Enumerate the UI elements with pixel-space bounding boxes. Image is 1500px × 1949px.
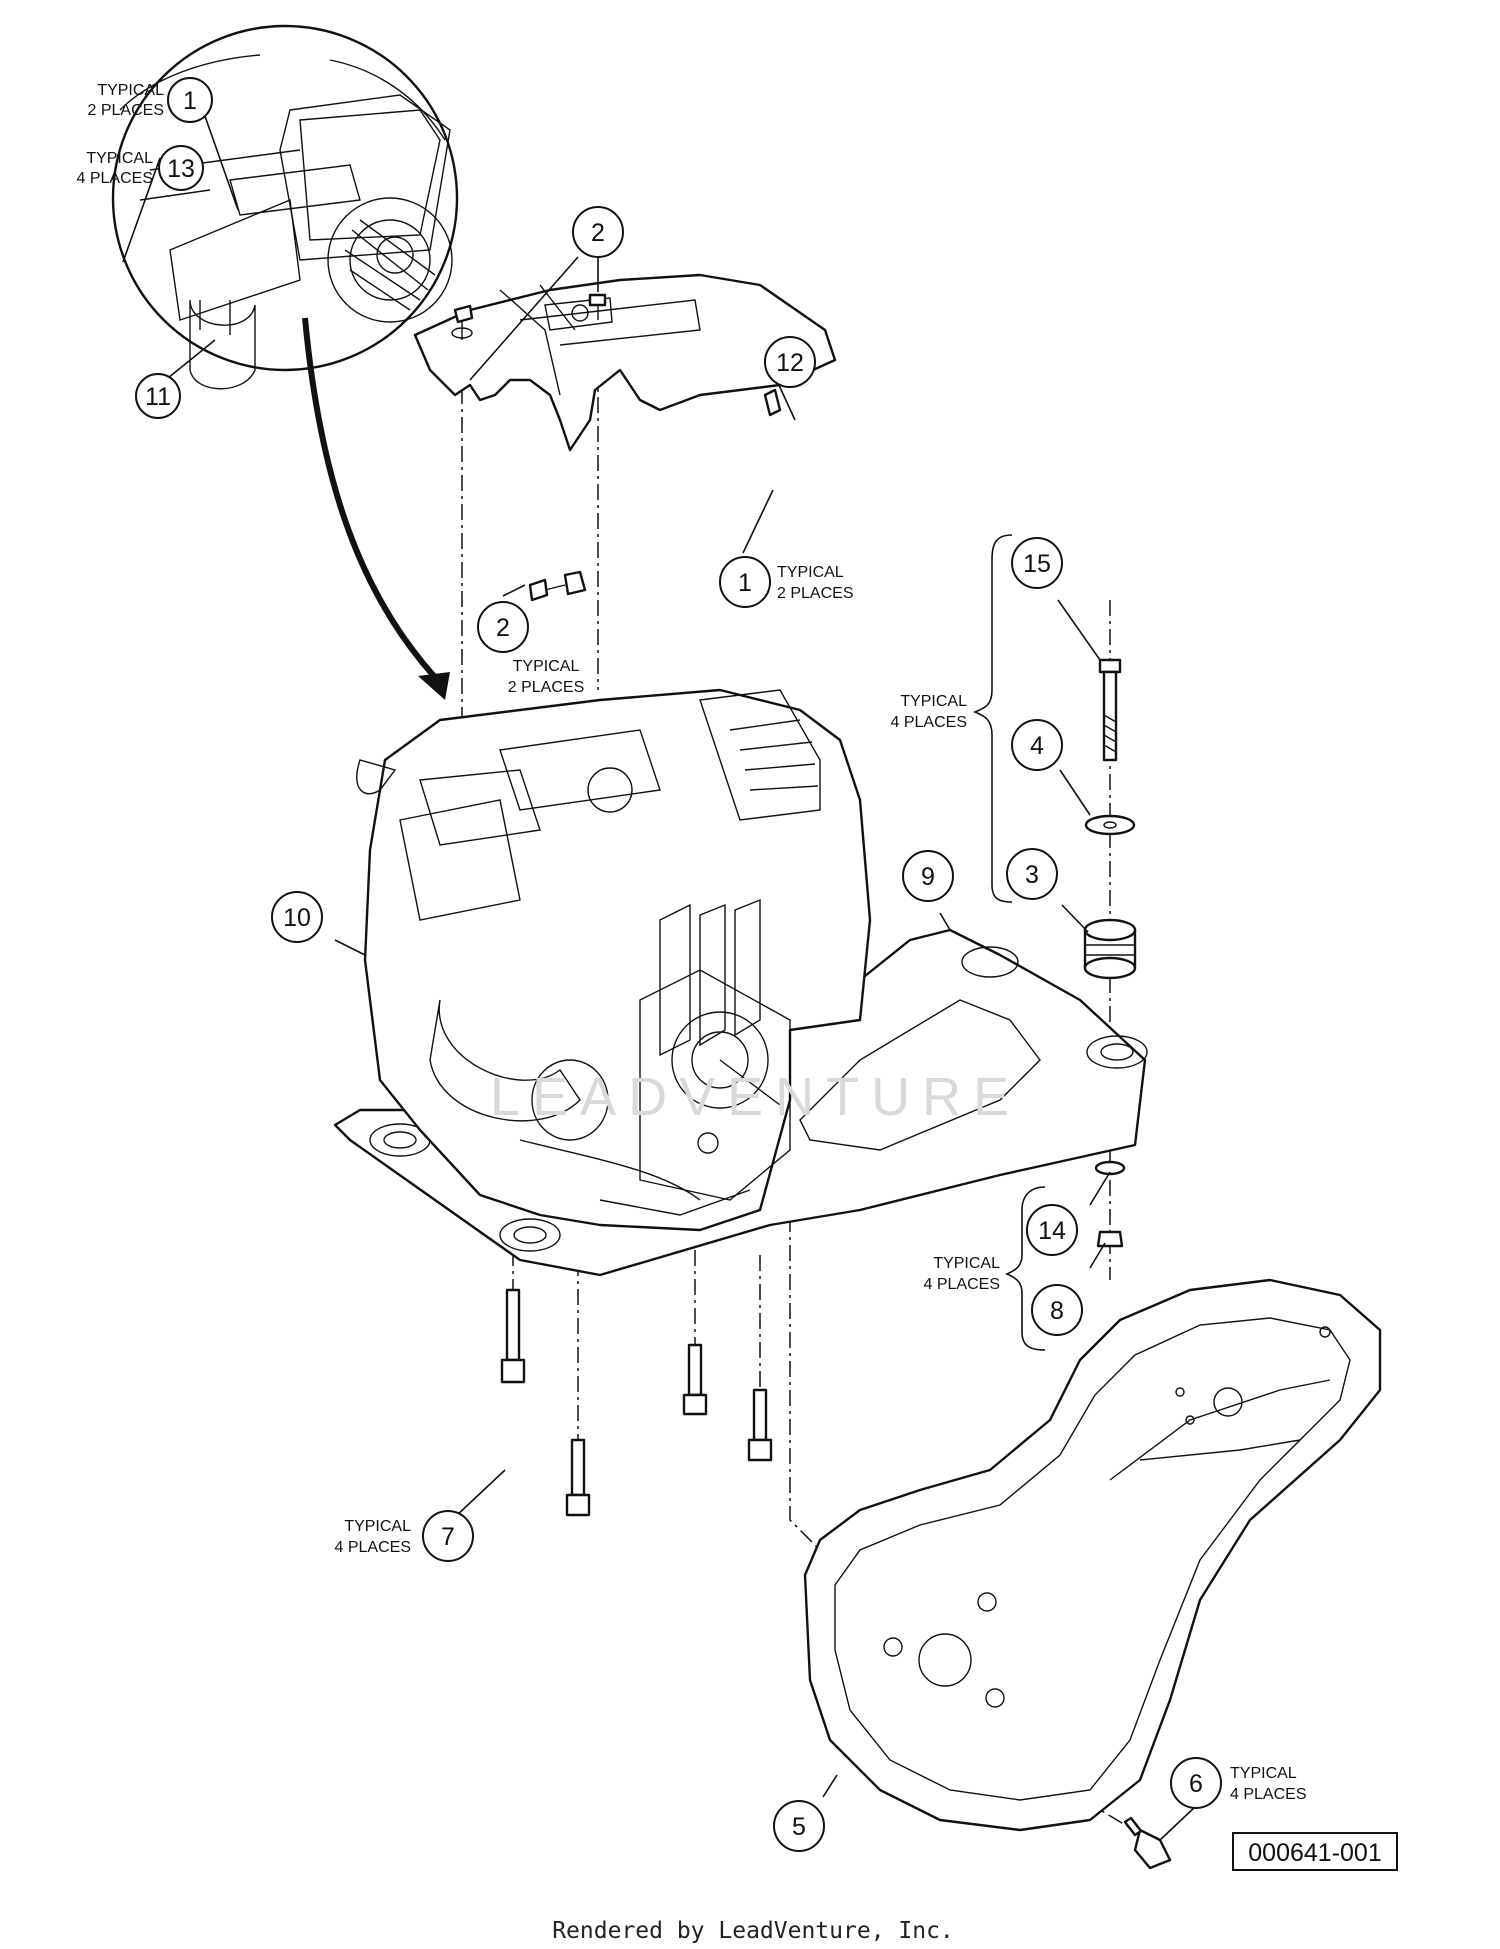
svg-text:15: 15 xyxy=(1023,550,1051,578)
leader-lines xyxy=(122,101,1197,1841)
svg-text:1: 1 xyxy=(738,569,752,597)
svg-text:1: 1 xyxy=(183,87,197,115)
svg-text:4 PLACES: 4 PLACES xyxy=(335,1539,411,1556)
svg-text:10: 10 xyxy=(283,904,311,932)
callout-2-side: 2 TYPICAL 2 PLACES xyxy=(477,601,584,696)
callout-12: 12 xyxy=(764,336,816,388)
isolator-stack xyxy=(1083,658,1137,1248)
callout-8: 8 xyxy=(1031,1284,1083,1336)
group-brace-bottom xyxy=(1005,1186,1046,1351)
svg-text:4 PLACES: 4 PLACES xyxy=(77,170,153,187)
svg-text:TYPICAL: TYPICAL xyxy=(900,693,967,710)
callout-11: 11 xyxy=(135,373,181,419)
callout-10: 10 xyxy=(271,891,323,943)
svg-text:2 PLACES: 2 PLACES xyxy=(508,679,584,696)
inset-arrow xyxy=(302,317,450,700)
engine xyxy=(356,688,872,1232)
svg-text:TYPICAL: TYPICAL xyxy=(97,82,164,99)
svg-text:TYPICAL: TYPICAL xyxy=(1230,1765,1297,1782)
callout-1-cover: 1 TYPICAL 2 PLACES xyxy=(719,556,853,608)
blower-cover xyxy=(413,273,837,452)
callout-7: 7 TYPICAL 4 PLACES xyxy=(335,1510,474,1562)
drawing-number-box: 000641-001 xyxy=(1232,1832,1398,1871)
detail-inset xyxy=(111,24,459,390)
belt-cover xyxy=(803,1278,1382,1832)
svg-text:7: 7 xyxy=(441,1523,455,1551)
callout-9: 9 xyxy=(902,850,954,902)
callout-4: 4 xyxy=(1011,719,1063,771)
svg-text:TYPICAL: TYPICAL xyxy=(86,150,153,167)
svg-text:8: 8 xyxy=(1050,1297,1064,1325)
svg-text:12: 12 xyxy=(776,349,804,377)
callout-5: 5 xyxy=(773,1800,825,1852)
group-brace-top xyxy=(972,534,1013,903)
svg-text:TYPICAL: TYPICAL xyxy=(933,1255,1000,1272)
callout-1-inset: 1 TYPICAL 2 PLACES xyxy=(88,77,213,123)
svg-text:TYPICAL: TYPICAL xyxy=(777,564,844,581)
svg-text:4 PLACES: 4 PLACES xyxy=(1230,1786,1306,1803)
footer-credit: Rendered by LeadVenture, Inc. xyxy=(552,1918,954,1944)
callout-15: 15 xyxy=(1011,537,1063,589)
callout-6: 6 TYPICAL 4 PLACES xyxy=(1170,1757,1306,1809)
group-note-bottom: TYPICAL 4 PLACES xyxy=(924,1255,1001,1293)
svg-text:2 PLACES: 2 PLACES xyxy=(88,102,164,119)
svg-text:4 PLACES: 4 PLACES xyxy=(924,1276,1000,1293)
callout-2-top: 2 xyxy=(572,206,624,258)
svg-text:6: 6 xyxy=(1189,1770,1203,1798)
callout-13: 13 TYPICAL 4 PLACES xyxy=(77,145,204,191)
svg-text:5: 5 xyxy=(792,1813,806,1841)
mounting-bolts xyxy=(500,1288,773,1517)
svg-text:13: 13 xyxy=(167,155,195,183)
svg-text:2: 2 xyxy=(591,219,605,247)
svg-text:14: 14 xyxy=(1038,1217,1066,1245)
group-note-top: TYPICAL 4 PLACES xyxy=(891,693,968,731)
svg-text:4: 4 xyxy=(1030,732,1044,760)
svg-text:2: 2 xyxy=(496,614,510,642)
cover-bolt xyxy=(1123,1816,1172,1870)
svg-text:2 PLACES: 2 PLACES xyxy=(777,585,853,602)
cover-fasteners xyxy=(453,293,782,602)
svg-text:000641-001: 000641-001 xyxy=(1248,1839,1381,1867)
callout-14: 14 xyxy=(1026,1204,1078,1256)
svg-text:3: 3 xyxy=(1025,861,1039,889)
svg-text:TYPICAL: TYPICAL xyxy=(513,658,580,675)
svg-text:9: 9 xyxy=(921,863,935,891)
callout-3: 3 xyxy=(1006,848,1058,900)
svg-text:4 PLACES: 4 PLACES xyxy=(891,714,967,731)
watermark: LEADVENTURE xyxy=(490,1067,1021,1127)
svg-text:TYPICAL: TYPICAL xyxy=(344,1518,411,1535)
svg-text:11: 11 xyxy=(145,383,171,411)
